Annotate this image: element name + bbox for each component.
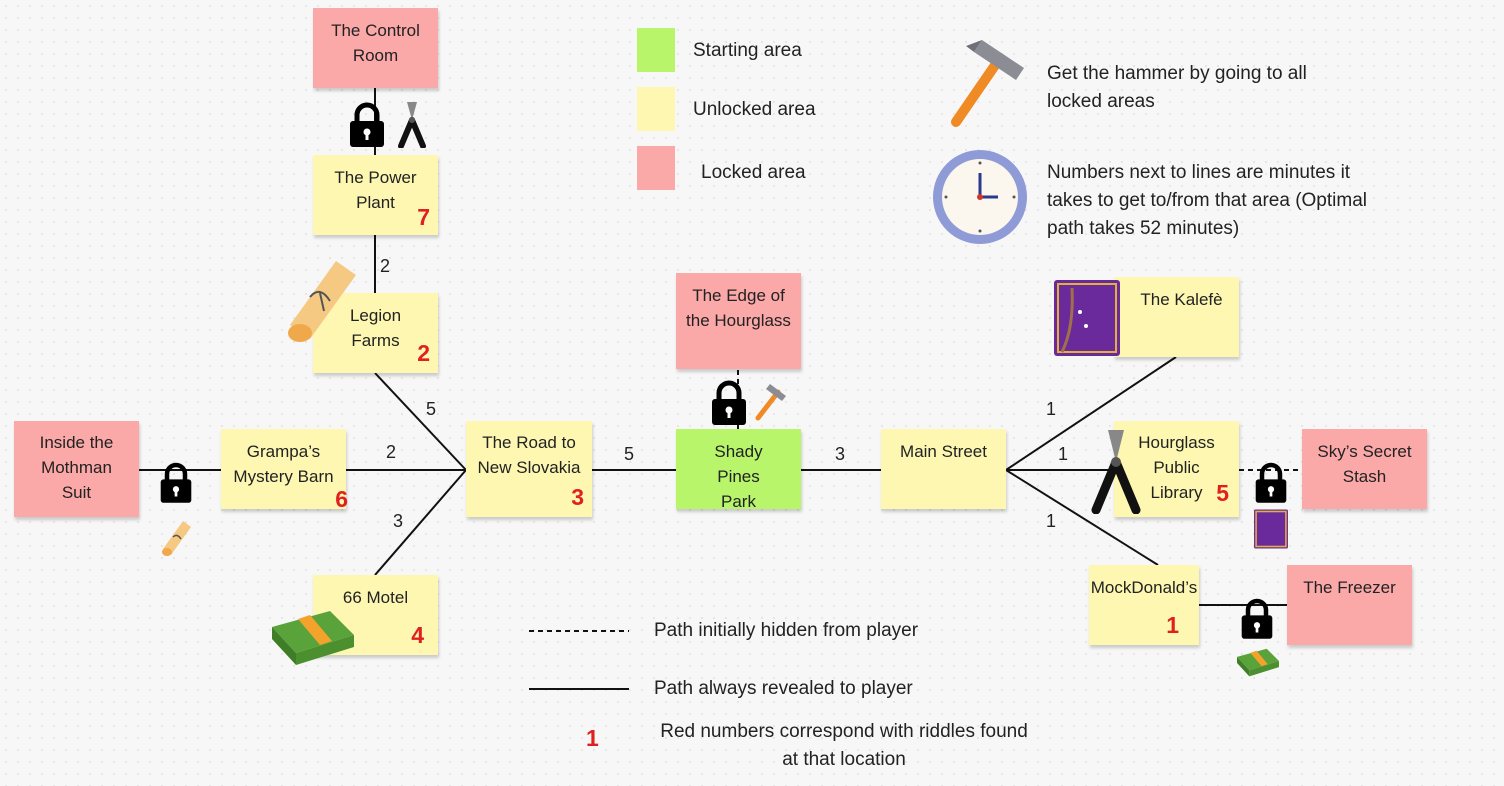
node-label: The Edge of the Hourglass: [686, 286, 791, 330]
node-label: Grampa’s Mystery Barn: [233, 442, 334, 486]
legend-red-note: Red numbers correspond with riddles foun…: [660, 721, 1028, 770]
node-label: The Road to New Slovakia: [477, 433, 581, 477]
node-skys-secret-stash: Sky’s Secret Stash: [1302, 429, 1427, 509]
edge-minutes-legion-road: 5: [426, 399, 437, 419]
node-label: Inside the Mothman Suit: [39, 433, 114, 502]
legend-clock-note: Numbers next to lines are minutes it tak…: [1047, 162, 1367, 239]
legend-red-number: 1: [586, 725, 599, 751]
riddle-number: 4: [411, 622, 424, 648]
riddle-number: 2: [417, 340, 430, 366]
node-label: Main Street: [900, 442, 987, 461]
edge-minutes-main-mock: 1: [1046, 511, 1057, 531]
node-label: MockDonald’s: [1090, 578, 1198, 597]
scroll-icon: [162, 521, 191, 556]
path-legion-road: [374, 372, 467, 471]
node-grampas-mystery-barn: Grampa’s Mystery Barn 6: [221, 429, 348, 512]
edge-minutes-barn-road: 2: [386, 442, 397, 462]
hammer-icon: [951, 40, 1024, 127]
legend-dashed-label: Path initially hidden from player: [654, 620, 919, 641]
lock-icon: [160, 462, 192, 503]
scroll-icon: [288, 261, 356, 342]
node-label: Hourglass Public Library: [1138, 433, 1215, 502]
legend-swatch-locked: [637, 146, 675, 190]
node-the-kalefe: The Kalefè: [1114, 277, 1239, 357]
node-label: 66 Motel: [342, 588, 409, 607]
edge-minutes-motel-road: 3: [393, 511, 404, 531]
path-main-mock: [1005, 469, 1159, 566]
node-road-to-new-slovakia: The Road to New Slovakia 3: [466, 421, 592, 517]
legend-swatch-starting: [637, 28, 675, 72]
money-stack-icon: [1237, 648, 1279, 677]
node-power-plant: The Power Plant 7: [313, 155, 438, 235]
legend-swatch-unlocked: [637, 87, 675, 131]
spellbook-icon: [1254, 509, 1288, 549]
edge-minutes-main-kalefe: 1: [1046, 399, 1057, 419]
edge-minutes-shady-main: 3: [835, 444, 846, 464]
node-edge-of-the-hourglass: The Edge of the Hourglass: [676, 273, 801, 369]
edge-minutes-road-shady: 5: [624, 444, 635, 464]
edge-minutes-power-legion: 2: [380, 256, 391, 276]
node-main-street: Main Street: [881, 429, 1006, 509]
node-legion-farms: Legion Farms 2: [313, 293, 438, 373]
node-inside-mothman-suit: Inside the Mothman Suit: [14, 421, 139, 517]
legend-solid-label: Path always revealed to player: [654, 678, 913, 699]
legend-locked-label: Locked area: [701, 162, 806, 183]
spellbook-icon: [1054, 280, 1120, 356]
money-stack-icon: [272, 611, 354, 665]
node-label: Shady Pines Park: [714, 442, 763, 511]
hammer-icon: [755, 384, 786, 421]
pliers-icon: [398, 102, 426, 148]
lock-icon: [350, 102, 384, 147]
node-label: Sky’s Secret Stash: [1317, 442, 1412, 486]
riddle-number: 7: [417, 204, 430, 230]
node-label: The Control Room: [331, 21, 420, 65]
pliers-icon: [1091, 430, 1141, 514]
node-label: The Kalefè: [1140, 290, 1223, 309]
node-control-room: The Control Room: [313, 8, 438, 88]
legend-hammer-note: Get the hammer by going to all locked ar…: [1047, 63, 1307, 112]
node-shady-pines-park: Shady Pines Park: [676, 429, 801, 511]
legend-starting-label: Starting area: [693, 40, 802, 61]
lock-icon: [1255, 462, 1287, 503]
node-mockdonalds: MockDonald’s 1: [1089, 565, 1199, 645]
lock-icon: [1241, 598, 1273, 639]
node-the-freezer: The Freezer: [1287, 565, 1412, 645]
node-label: The Freezer: [1303, 578, 1396, 597]
node-label: Legion Farms: [349, 306, 402, 350]
riddle-number: 1: [1166, 612, 1179, 638]
node-label: The Power Plant: [334, 168, 417, 212]
path-main-kalefe: [1005, 356, 1177, 471]
riddle-number: 5: [1216, 480, 1229, 506]
riddle-number: 3: [571, 484, 584, 510]
legend-unlocked-label: Unlocked area: [693, 99, 816, 120]
clock-icon: [933, 150, 1027, 244]
lock-icon: [712, 380, 746, 425]
edge-minutes-main-library: 1: [1058, 444, 1069, 464]
riddle-number: 6: [335, 486, 348, 512]
path-motel-road: [374, 469, 467, 576]
